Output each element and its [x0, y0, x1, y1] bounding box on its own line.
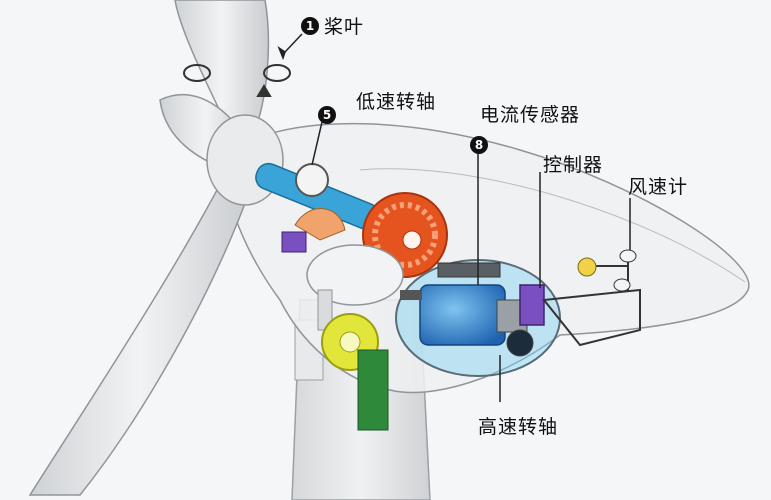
current-sensor-label: 电流传感器: [480, 104, 581, 126]
yaw-motor: [357, 349, 389, 431]
controller-unit: [519, 284, 641, 347]
yaw-platform: [306, 244, 404, 431]
blade-number-badge: 1: [301, 17, 319, 35]
high-speed-shaft-label: 高速转轴: [478, 416, 559, 438]
high-speed-coupling: [506, 329, 534, 357]
current-sensor-number-badge: 8: [470, 136, 488, 154]
rotor-blades: [28, 0, 284, 496]
bearing: [295, 163, 329, 197]
anemometer-label: 风速计: [628, 176, 689, 198]
brake: [281, 208, 346, 253]
current-sensor-box: [437, 262, 501, 278]
blade-bottom: [28, 173, 251, 496]
generator: [419, 284, 506, 346]
pointer-lines: [277, 33, 631, 402]
low-speed-shaft: [255, 162, 380, 230]
controller-label: 控制器: [543, 154, 604, 176]
generator-unit: [395, 259, 561, 377]
blade-label: 桨叶: [324, 16, 365, 38]
anemometer: [577, 249, 637, 292]
brake-caliper: [281, 231, 307, 253]
low-speed-shaft-number-badge: 5: [318, 106, 336, 124]
rotation-arrows: [183, 64, 291, 97]
low-speed-shaft-label: 低速转轴: [356, 91, 437, 113]
